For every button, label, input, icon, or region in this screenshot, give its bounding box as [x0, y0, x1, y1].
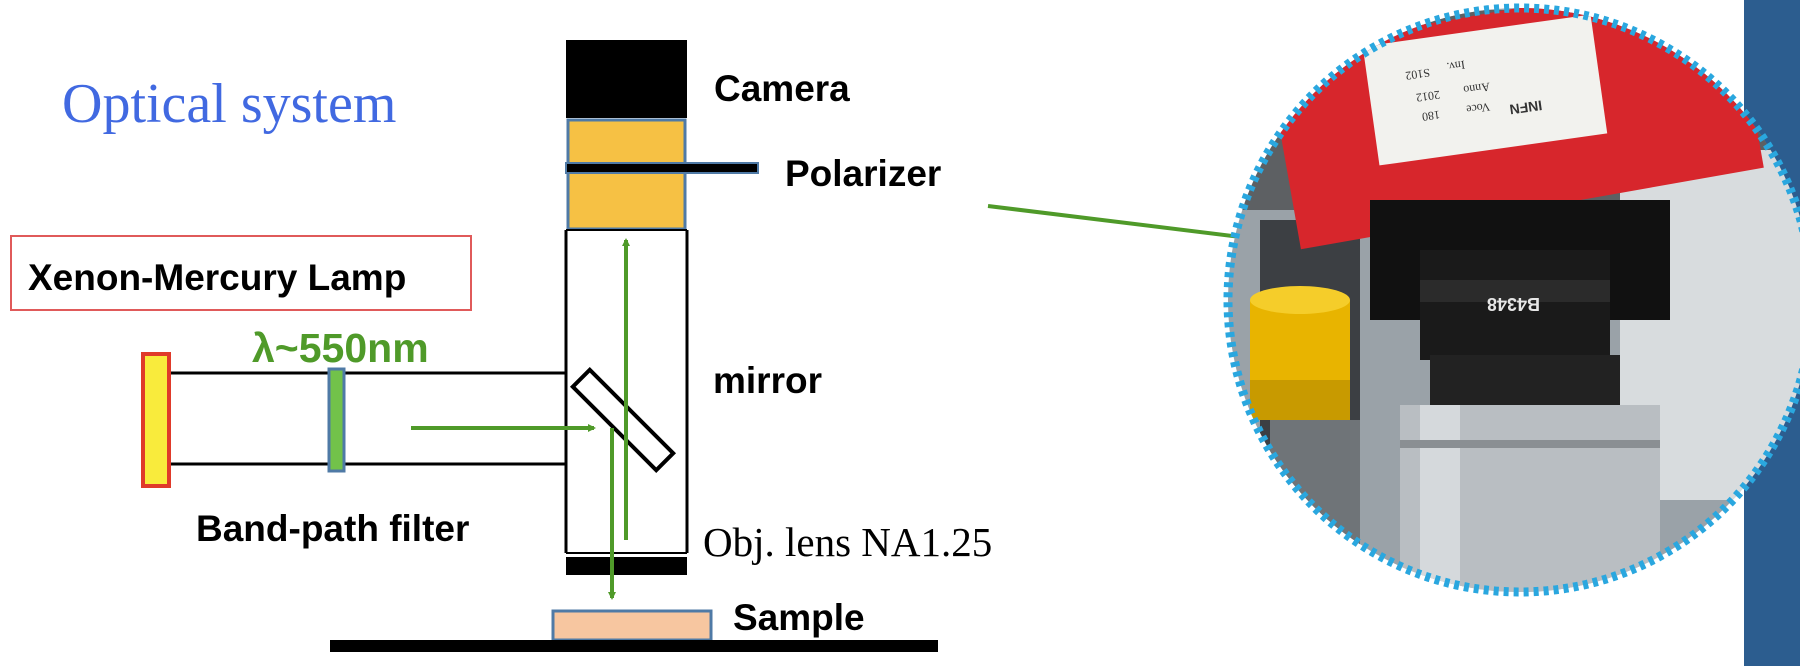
sample-stage: [330, 640, 938, 652]
objective-label: Obj. lens NA1.25: [703, 519, 992, 565]
photo-sticker-line-1: Inv.: [1446, 58, 1466, 74]
xenon-mercury-lamp: [141, 352, 171, 488]
mirror-label: mirror: [713, 360, 822, 401]
camera-body-upper: [566, 118, 687, 167]
lamp-label: Xenon-Mercury Lamp: [28, 257, 406, 298]
photo-sticker-line-5: Voce: [1465, 100, 1490, 117]
camera-body-lower: [566, 168, 687, 231]
mirror: [569, 366, 677, 474]
photo-sticker-line-4: 2012: [1415, 88, 1441, 105]
camera-photo: INFN Inv. S102 Anno 2012 Voce 180 B4348: [1228, 8, 1800, 592]
sample: [551, 609, 713, 642]
camera-label: Camera: [714, 68, 850, 109]
wavelength-label: λ~550nm: [252, 325, 429, 371]
polarizer-label: Polarizer: [785, 153, 941, 194]
photo-sticker-line-6: 180: [1421, 108, 1441, 124]
photo-sticker-brand: INFN: [1509, 97, 1544, 117]
filter-label: Band-path filter: [196, 508, 469, 549]
objective-lens: [566, 557, 687, 575]
photo-sticker-line-2: S102: [1404, 66, 1430, 83]
photo-lens-marking: B4348: [1487, 294, 1540, 314]
slide-title: Optical system: [62, 73, 396, 135]
lamp-label-box: [10, 235, 472, 311]
lamp-tube: [168, 371, 566, 466]
photo-sticker-line-3: Anno: [1463, 80, 1491, 98]
band-path-filter: [327, 367, 346, 473]
camera-block: [566, 40, 687, 118]
polarizer-plate: [565, 162, 759, 174]
sample-label: Sample: [733, 597, 865, 638]
microscope-tube: [564, 229, 689, 554]
